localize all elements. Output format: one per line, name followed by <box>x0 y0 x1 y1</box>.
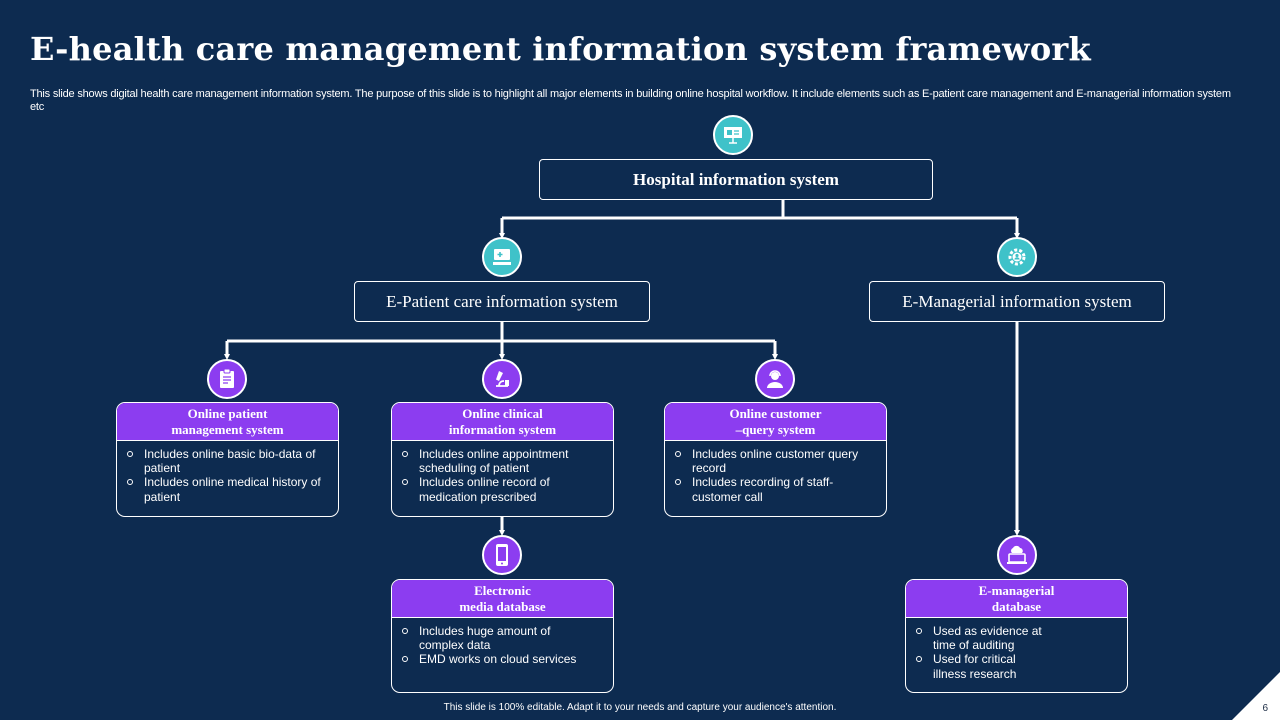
page-title: E-health care management information sys… <box>30 30 1091 68</box>
page-subtitle: This slide shows digital health care man… <box>30 88 1231 113</box>
clipboard-icon <box>207 359 247 399</box>
bullet-item: EMD works on cloud services <box>400 652 605 666</box>
e-patient-care-label: E-Patient care information system <box>386 291 618 311</box>
card-online-customer-query: Online customer–query system Includes on… <box>664 402 887 517</box>
card-title-line2: information system <box>448 421 557 437</box>
card-title-line1: Online customer <box>729 405 822 421</box>
hospital-information-system-label: Hospital information system <box>633 169 839 189</box>
bullet-item: Includes huge amount of complex data <box>400 624 605 652</box>
card-title-line1: Online clinical <box>462 405 543 421</box>
page-number: 6 <box>1262 703 1268 714</box>
bullet-item: Includes online customer query record <box>673 447 878 475</box>
hospital-information-system-box: Hospital information system <box>539 159 933 200</box>
support-agent-icon <box>755 359 795 399</box>
presentation-board-icon <box>713 115 753 155</box>
corner-decoration <box>1232 672 1280 720</box>
e-managerial-box: E-Managerial information system <box>869 281 1165 322</box>
e-patient-care-box: E-Patient care information system <box>354 281 650 322</box>
patient-monitor-icon <box>482 237 522 277</box>
card-title-line2: media database <box>459 598 546 614</box>
mobile-phone-icon <box>482 535 522 575</box>
card-title-line1: E-managerial <box>978 582 1055 598</box>
microscope-icon <box>482 359 522 399</box>
card-title-line1: Online patient <box>187 405 268 421</box>
bullet-item: Includes online appointment scheduling o… <box>400 447 605 475</box>
e-managerial-label: E-Managerial information system <box>902 291 1132 311</box>
bullet-item: Includes online medical history of patie… <box>125 475 330 504</box>
card-title-line1: Electronic <box>474 582 531 598</box>
card-title-line2: management system <box>171 421 284 437</box>
cloud-laptop-icon <box>997 535 1037 575</box>
bullet-item: Includes online basic bio-data of patien… <box>125 447 330 475</box>
gear-person-icon <box>997 237 1037 277</box>
bullet-item: Includes online record of medication pre… <box>400 475 605 504</box>
bullet-item: Includes recording of staff-customer cal… <box>673 475 878 504</box>
card-header: Online customer–query system <box>665 403 886 441</box>
footer-note: This slide is 100% editable. Adapt it to… <box>443 702 837 713</box>
bullet-item: Used for critical illness research <box>914 652 1119 681</box>
card-title-line2: –query system <box>735 421 816 437</box>
bullet-item: Used as evidence at time of auditing <box>914 624 1119 652</box>
card-title-line2: database <box>991 598 1042 614</box>
